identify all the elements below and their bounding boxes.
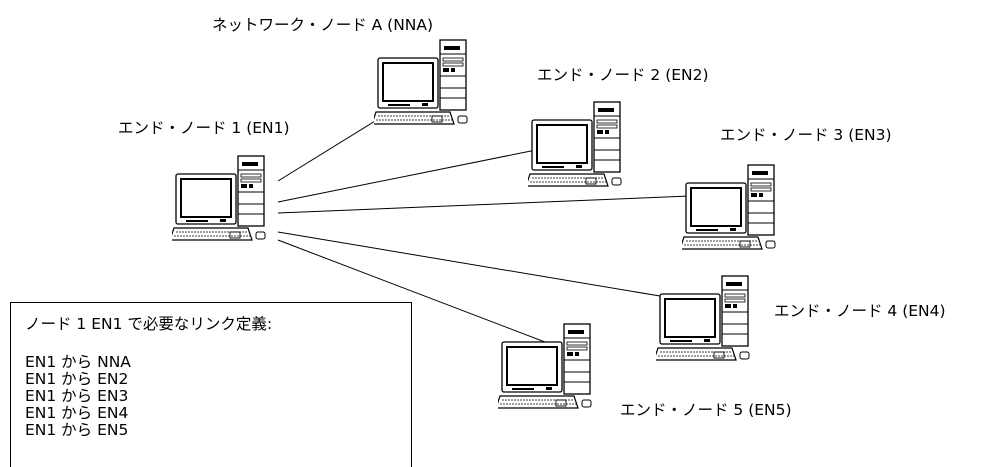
node-en1-label: エンド・ノード 1 (EN1) — [118, 119, 290, 137]
link-definition-item: EN1 から EN2 — [25, 370, 129, 388]
node-en2-computer — [528, 100, 638, 190]
node-en2-label: エンド・ノード 2 (EN2) — [537, 66, 709, 84]
node-en3-label: エンド・ノード 3 (EN3) — [720, 126, 892, 144]
node-nna-computer — [374, 38, 484, 128]
node-en1-computer — [172, 154, 282, 244]
link-definition-list: EN1 から NNA EN1 から EN2 EN1 から EN3 EN1 から … — [25, 354, 131, 439]
node-en4-label: エンド・ノード 4 (EN4) — [774, 302, 946, 320]
node-en5-label: エンド・ノード 5 (EN5) — [620, 401, 792, 419]
link-definition-item: EN1 から EN4 — [25, 404, 129, 422]
link-definition-item: EN1 から NNA — [25, 353, 131, 371]
node-nna-label: ネットワーク・ノード A (NNA) — [212, 16, 434, 34]
link-definition-box: ノード 1 EN1 で必要なリンク定義: EN1 から NNA EN1 から E… — [10, 302, 412, 467]
node-en5-computer — [498, 322, 608, 412]
link-en1-en2 — [277, 149, 537, 203]
link-definition-item: EN1 から EN5 — [25, 421, 129, 439]
node-en4-computer — [656, 274, 766, 364]
link-en1-nna — [277, 117, 381, 182]
link-en1-en3 — [277, 195, 691, 214]
link-en1-en4 — [277, 231, 667, 298]
node-en3-computer — [682, 163, 792, 253]
link-definition-title: ノード 1 EN1 で必要なリンク定義: — [25, 315, 273, 333]
link-definition-item: EN1 から EN3 — [25, 387, 129, 405]
link-en1-en5 — [277, 239, 559, 348]
